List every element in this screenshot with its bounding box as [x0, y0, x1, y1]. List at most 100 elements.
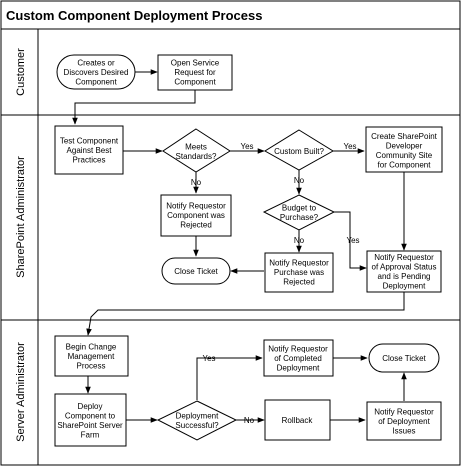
edge-label-budget-no: No [294, 236, 305, 245]
edge-label-deploy-yes: Yes [202, 354, 215, 363]
node-close-ticket-2: Close Ticket [368, 343, 440, 373]
node-label-line: Meets [185, 142, 207, 151]
node-label-line: and is Pending [378, 272, 431, 281]
edge-open-to-test [72, 90, 196, 125]
node-close-ticket-1: Close Ticket [161, 257, 231, 285]
edge-budget-to-approval [334, 211, 367, 271]
node-label-line: Custom Built? [274, 147, 324, 156]
process-shape [157, 54, 233, 91]
edge-decision-to-completed [196, 355, 263, 400]
node-label-line: Farm [81, 430, 100, 439]
node-label-line: Successful? [175, 421, 219, 430]
node-label-line: Open Service [171, 59, 220, 68]
node-label-line: Creates or [77, 59, 115, 68]
lane-label-sharepoint-admin: SharePoint Administrator [15, 156, 27, 278]
node-label-line: Community Site [376, 151, 433, 160]
process-shape [365, 126, 443, 173]
node-label-line: Create SharePoint [371, 132, 438, 141]
process-shape [264, 399, 331, 441]
diagram-title: Custom Component Deployment Process [6, 8, 262, 23]
edge-label-meets-no: No [191, 178, 202, 187]
node-label: Custom Built? [274, 147, 324, 156]
node-label-line: Purchase? [280, 213, 319, 222]
node-label: Close Ticket [174, 267, 218, 276]
edge-label-budget-yes: Yes [346, 236, 359, 245]
edges-layer [72, 69, 407, 423]
process-shape [366, 250, 442, 293]
node-rollback: Rollback [264, 399, 331, 441]
node-label-line: Close Ticket [382, 354, 426, 363]
edge-label-meets-yes: Yes [240, 142, 253, 151]
edge-label-custom-no: No [294, 176, 305, 185]
node-label-line: Request for [174, 68, 216, 77]
terminator-shape [161, 257, 231, 285]
node-label-line: for Component [378, 160, 432, 169]
node-label-line: of Completed [274, 354, 322, 363]
process-shape [54, 335, 129, 377]
edge-approval-to-begin [86, 292, 405, 336]
node-label-line: Test Component [60, 137, 119, 146]
node-label-line: Notify Requestor [269, 259, 329, 268]
node-label-line: SharePoint Server [57, 421, 123, 430]
node-label-line: Rollback [282, 416, 314, 425]
node-label-line: Issues [392, 427, 415, 436]
node-label-line: Component was [167, 211, 225, 220]
node-label-line: Begin Change [66, 343, 117, 352]
node-label-line: Notify Requestor [374, 253, 434, 262]
node-label-line: Component [174, 78, 216, 87]
node-label-line: Deployment [277, 364, 320, 373]
node-label-line: Developer [386, 141, 423, 150]
node-label-line: Budget to [282, 203, 317, 212]
node-label-line: Process [77, 362, 106, 371]
decision-shape [156, 400, 238, 441]
node-label-line: Rejected [180, 221, 212, 230]
node-label-line: of Approval Status [372, 262, 437, 271]
node-label-line: Deployment [176, 411, 219, 420]
node-label-line: Against Best [67, 146, 113, 155]
node-label-line: Management [68, 352, 115, 361]
node-label-line: of Deployment [378, 417, 430, 426]
lane-label-server-admin: Server Administrator [15, 342, 27, 442]
decision-shape [264, 129, 334, 171]
process-shape [54, 393, 127, 447]
decision-shape [162, 128, 231, 173]
decision-shape [262, 194, 336, 231]
node-label-line: Notify Requestor [374, 408, 434, 417]
node-label-line: Component [75, 78, 117, 87]
node-label-line: Component to [65, 411, 116, 420]
process-shape [54, 125, 124, 175]
node-label-line: Purchase was [274, 268, 324, 277]
process-shape [366, 401, 442, 441]
node-label-line: Notify Requestor [166, 202, 226, 211]
node-label: Close Ticket [382, 354, 426, 363]
node-label-line: Standards? [176, 152, 217, 161]
lane-label-customer: Customer [15, 48, 27, 96]
terminator-shape [56, 54, 136, 90]
